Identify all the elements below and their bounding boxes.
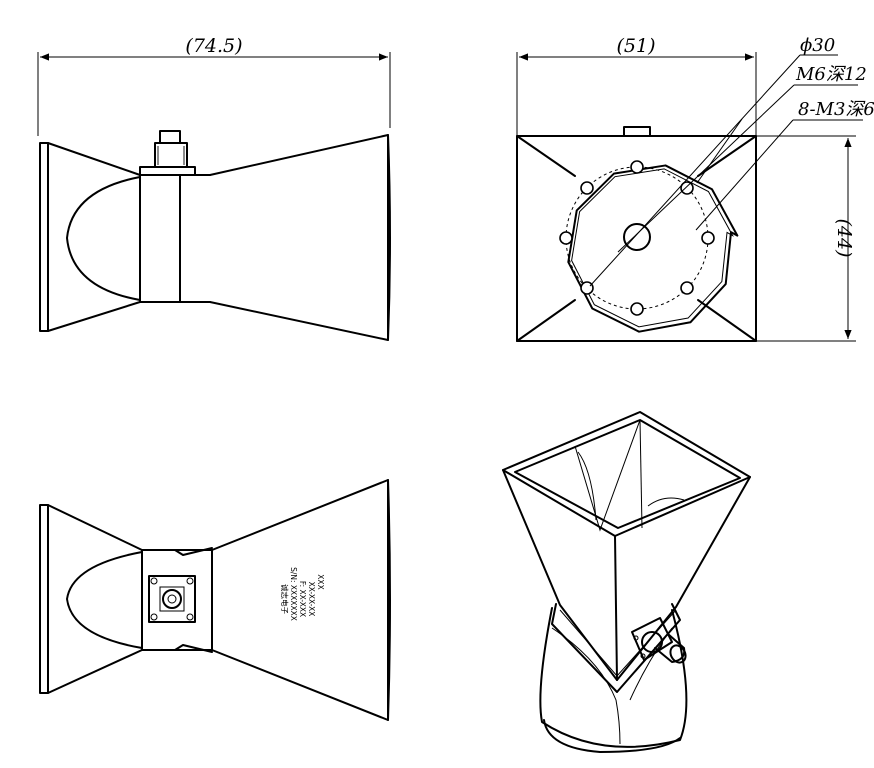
- center-thread-callout: M6深12: [795, 64, 867, 85]
- nameplate-line-2: XX-XX-XX: [307, 582, 316, 617]
- side-length-label: (74.5): [185, 35, 242, 57]
- side-length-dimension: (74.5): [37, 35, 391, 136]
- mount-hole-group: [559, 160, 715, 316]
- side-connector: [139, 130, 196, 176]
- front-view: (51) (44): [516, 35, 874, 342]
- front-width-dimension: (51): [516, 35, 757, 136]
- diameter-callout: ϕ30: [800, 35, 835, 56]
- nameplate-line-3: F: XX-XXX: [298, 581, 307, 617]
- side-view: (74.5): [37, 35, 391, 341]
- bottom-view: XXX XX-XX-XX F: XX-XXX S/N: XXXXXXX 诚志电子: [39, 479, 391, 721]
- iso-connector: [631, 617, 687, 664]
- nameplate-line-5: 诚志电子: [280, 584, 290, 614]
- nameplate: XXX XX-XX-XX F: XX-XXX S/N: XXXXXXX 诚志电子: [280, 567, 325, 621]
- mount-holes-callout: 8-M3深6: [798, 99, 874, 120]
- front-width-label: (51): [616, 35, 655, 57]
- front-height-label: (44): [833, 218, 855, 257]
- nameplate-line-4: S/N: XXXXXXX: [289, 567, 298, 621]
- bottom-connector: [141, 547, 213, 653]
- isometric-view: [502, 411, 751, 753]
- callout-leaders: [589, 54, 863, 287]
- nameplate-line-1: XXX: [316, 574, 325, 589]
- center-hole: [623, 223, 651, 251]
- front-height-dimension: (44): [756, 135, 856, 342]
